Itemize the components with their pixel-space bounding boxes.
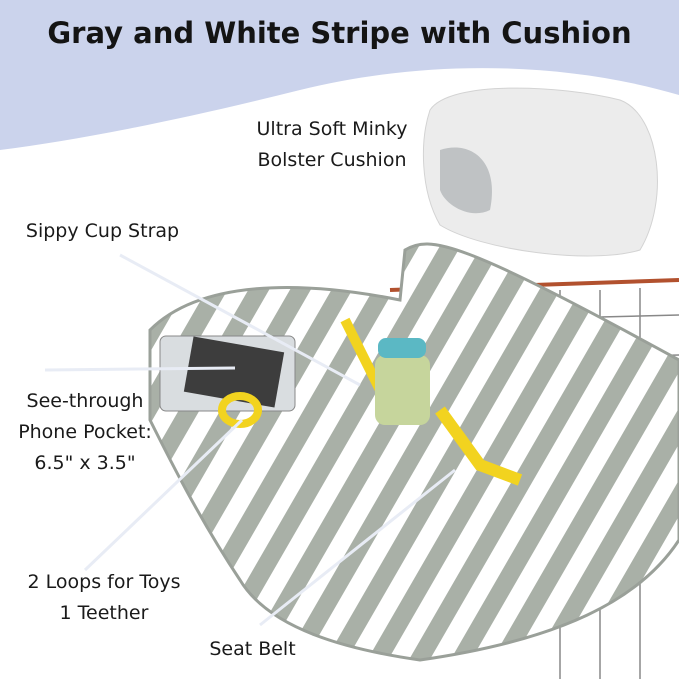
phone-label-line: Phone Pocket: — [18, 421, 152, 443]
teether-icon — [217, 392, 263, 428]
pointer-lines — [44, 253, 456, 627]
loops-label: 2 Loops for Toys 1 Teether — [0, 567, 208, 629]
cushion-label-line: Bolster Cushion — [257, 149, 407, 171]
cushion-label-line: Ultra Soft Minky — [256, 118, 408, 140]
loops-label-line: 1 Teether — [59, 602, 149, 624]
sippy-label: Sippy Cup Strap — [25, 220, 180, 242]
phone-label: See-through Phone Pocket: 6.5" x 3.5" — [0, 386, 170, 479]
seatbelt-label: Seat Belt — [209, 638, 296, 660]
phone-label-line: 6.5" x 3.5" — [34, 452, 136, 474]
header-banner — [0, 0, 679, 150]
cushion-image — [422, 87, 658, 257]
loops-label-line: 2 Loops for Toys — [27, 571, 181, 593]
page-title: Gray and White Stripe with Cushion — [47, 16, 632, 50]
cushion-label: Ultra Soft Minky Bolster Cushion — [232, 114, 432, 176]
sippy-cup-icon — [375, 338, 430, 425]
phone-label-line: See-through — [26, 390, 144, 412]
seat-belt — [435, 406, 523, 486]
sippy-strap — [340, 317, 385, 393]
